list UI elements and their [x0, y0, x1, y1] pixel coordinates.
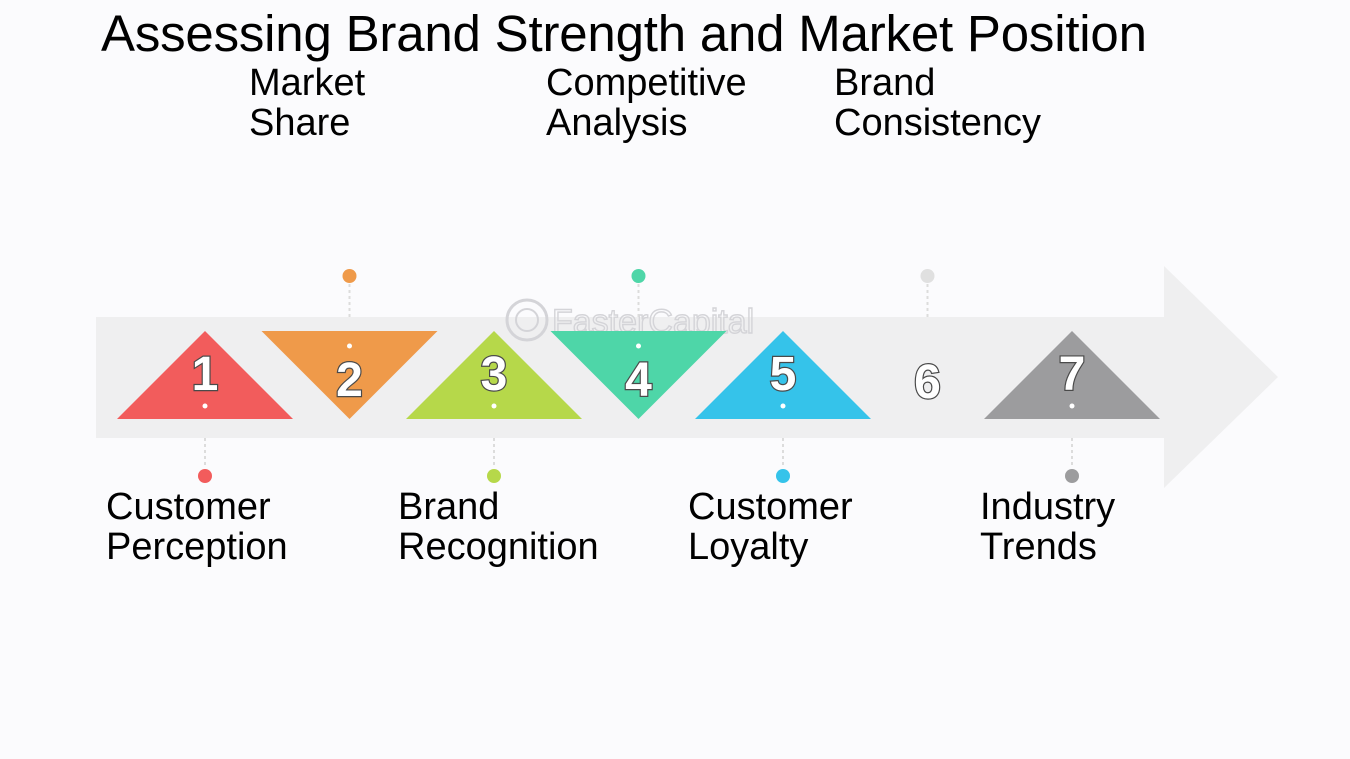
step-2-label-line-1: Market: [249, 62, 366, 104]
step-4-inner-dot: [636, 343, 641, 349]
steps-layer: 1 2 3 4 5 6 7: [117, 269, 1160, 483]
step-5-triangle: [695, 331, 871, 419]
step-5-number: 5: [770, 348, 797, 401]
step-6-label-line-2: Consistency: [834, 102, 1041, 143]
step-1-label-line-1: Customer: [106, 486, 271, 528]
watermark-gear-inner: [515, 308, 539, 332]
step-1-inner-dot: [202, 403, 208, 409]
step-1-label-line-2: Perception: [106, 526, 288, 568]
step-3-label: Brand Recognition: [398, 487, 599, 567]
step-5-label-line-1: Customer: [688, 486, 853, 528]
page-title: Assessing Brand Strength and Market Posi…: [101, 5, 1147, 62]
step-3-inner-dot: [491, 403, 497, 409]
watermark-gear-icon: [505, 298, 549, 342]
step-3-triangle: [406, 331, 582, 419]
step-3-label-line-1: Brand: [398, 486, 500, 528]
step-6-dot: [920, 269, 935, 283]
step-4-label-line-1: Competitive: [546, 62, 747, 104]
step-7-inner-dot: [1069, 403, 1075, 409]
step-1-number: 1: [192, 348, 219, 401]
step-7-number: 7: [1059, 348, 1086, 401]
step-7-label: Industry Trends: [980, 487, 1115, 567]
step-7-label-line-1: Industry: [980, 486, 1116, 528]
step-5-label: Customer Loyalty: [688, 487, 853, 567]
step-1-dot: [198, 469, 212, 483]
step-4-number: 4: [625, 354, 652, 407]
step-2-dot: [342, 269, 357, 283]
step-3-label-line-2: Recognition: [398, 526, 599, 568]
step-1-label: Customer Perception: [106, 487, 288, 567]
step-6-number: 6: [914, 356, 941, 409]
step-6-label-line-1: Brand: [834, 63, 936, 104]
step-4-label-line-2: Analysis: [546, 102, 688, 144]
arrow-band: [96, 266, 1278, 488]
step-7-label-line-2: Trends: [980, 526, 1097, 568]
step-4-dot: [631, 269, 646, 283]
step-2-inner-dot: [347, 343, 352, 349]
step-3-dot: [487, 469, 501, 483]
step-7-triangle: [984, 331, 1160, 419]
step-2-label-line-2: Share: [249, 102, 351, 144]
step-5-inner-dot: [780, 403, 786, 409]
step-2-triangle: [261, 331, 438, 419]
step-2-label: Market Share: [249, 63, 365, 143]
step-1-triangle: [117, 331, 293, 419]
step-4-label: Competitive Analysis: [546, 63, 747, 143]
step-2-number: 2: [336, 354, 363, 407]
step-5-label-line-2: Loyalty: [688, 526, 809, 568]
step-5-dot: [776, 469, 790, 483]
step-4-triangle: [550, 331, 727, 419]
step-7-dot: [1065, 469, 1079, 483]
step-3-number: 3: [481, 348, 508, 401]
step-6-label: Brand Consistency: [834, 63, 1042, 143]
